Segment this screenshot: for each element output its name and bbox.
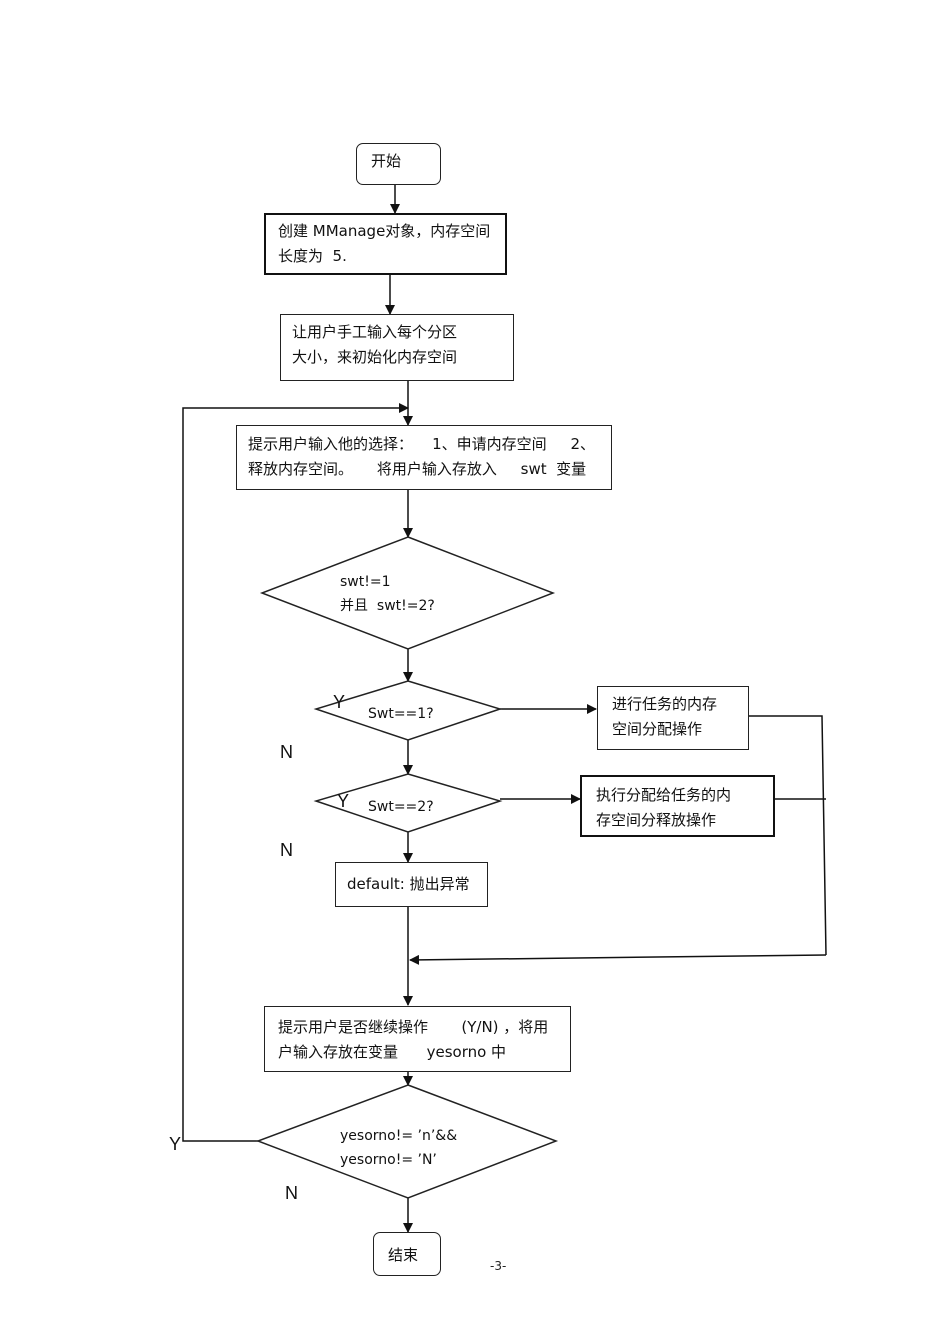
label-n-cond2: N — [280, 742, 293, 762]
continue-prompt-box — [264, 1006, 571, 1072]
prompt-choice-box — [236, 425, 612, 490]
continue-prompt-line2: 户输入存放在变量 yesorno 中 — [278, 1043, 507, 1061]
cond3-text: Swt==2? — [368, 799, 434, 815]
manual-input-box — [280, 314, 514, 381]
start-node — [356, 143, 441, 185]
end-node-text: 结束 — [388, 1246, 419, 1264]
cond2-text: Swt==1? — [368, 706, 434, 722]
diamond-cond3 — [313, 773, 503, 833]
start-node-text: 开始 — [371, 152, 402, 170]
label-n-cond3: N — [280, 840, 293, 860]
label-y-cond3: Y — [337, 791, 350, 811]
continue-prompt-line1: 提示用户是否继续操作 (Y/N) ，将用 — [278, 1018, 549, 1036]
allocate-line2: 空间分配操作 — [612, 720, 703, 738]
cond4-line1: yesorno!= ’n’&& — [340, 1128, 458, 1144]
label-y-cond2: Y — [333, 692, 346, 712]
allocate-line1: 进行任务的内存 — [612, 695, 718, 713]
create-manager-box — [264, 213, 507, 275]
release-box — [580, 775, 775, 837]
create-manager-line2: 长度为 5. — [278, 247, 347, 265]
prompt-choice-line1: 提示用户输入他的选择： 1、申请内存空间 2、 — [248, 435, 596, 453]
default-text: default: 抛出异常 — [347, 875, 470, 893]
release-line2: 存空间分释放操作 — [596, 811, 717, 829]
label-n-end: N — [285, 1183, 298, 1203]
arrow-return-to-merge — [409, 954, 827, 965]
prompt-choice-line2: 释放内存空间。 将用户输入存放入 swt 变量 — [248, 460, 587, 478]
release-line1: 执行分配给任务的内 — [596, 786, 732, 804]
page-number: -3- — [490, 1259, 507, 1273]
cond1-line1: swt!=1 — [340, 574, 391, 590]
label-y-loop: Y — [169, 1134, 182, 1154]
diamond-cond1 — [259, 536, 556, 650]
line-alloc-return — [748, 715, 827, 956]
manual-input-line2: 大小，来初始化内存空间 — [292, 348, 458, 366]
cond1-line2: 并且 swt!=2? — [340, 598, 435, 614]
line-loop-back — [182, 403, 409, 1142]
diamond-cond4 — [255, 1084, 559, 1199]
default-box — [335, 862, 488, 907]
manual-input-line1: 让用户手工输入每个分区 — [292, 323, 458, 341]
allocate-box — [597, 686, 749, 750]
end-node — [373, 1232, 441, 1276]
cond4-line2: yesorno!= ’N’ — [340, 1152, 437, 1168]
diamond-cond2 — [313, 680, 503, 741]
create-manager-line1: 创建 MManage对象，内存空间 — [278, 222, 491, 240]
